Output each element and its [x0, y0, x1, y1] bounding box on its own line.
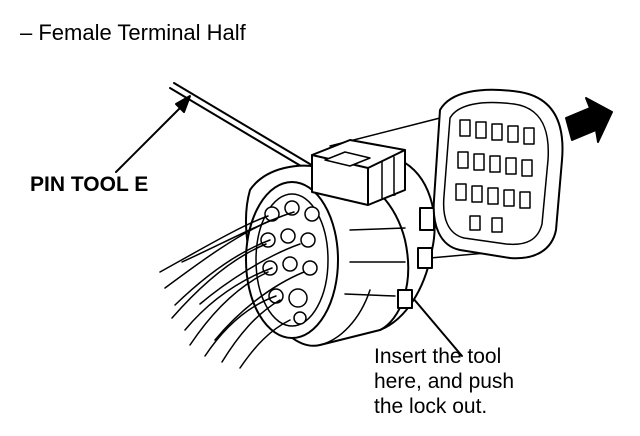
instruction-callout: Insert the tool here, and push the lock … [374, 344, 514, 419]
wire-bundle [159, 211, 305, 369]
terminal-cavities [260, 200, 320, 325]
lock-block [311, 139, 406, 206]
instruction-line: Insert the tool [374, 345, 502, 368]
mating-connector [432, 88, 564, 260]
instruction-line: here, and push [374, 370, 515, 393]
pin-tool-label: PIN TOOL E [30, 173, 149, 196]
pin-tool-leader [115, 95, 191, 173]
arrow-right-icon [565, 97, 613, 143]
pin-tool-rod [169, 82, 321, 176]
instruction-line: the lock out. [374, 395, 488, 418]
diagram-title: – Female Terminal Half [20, 20, 246, 45]
